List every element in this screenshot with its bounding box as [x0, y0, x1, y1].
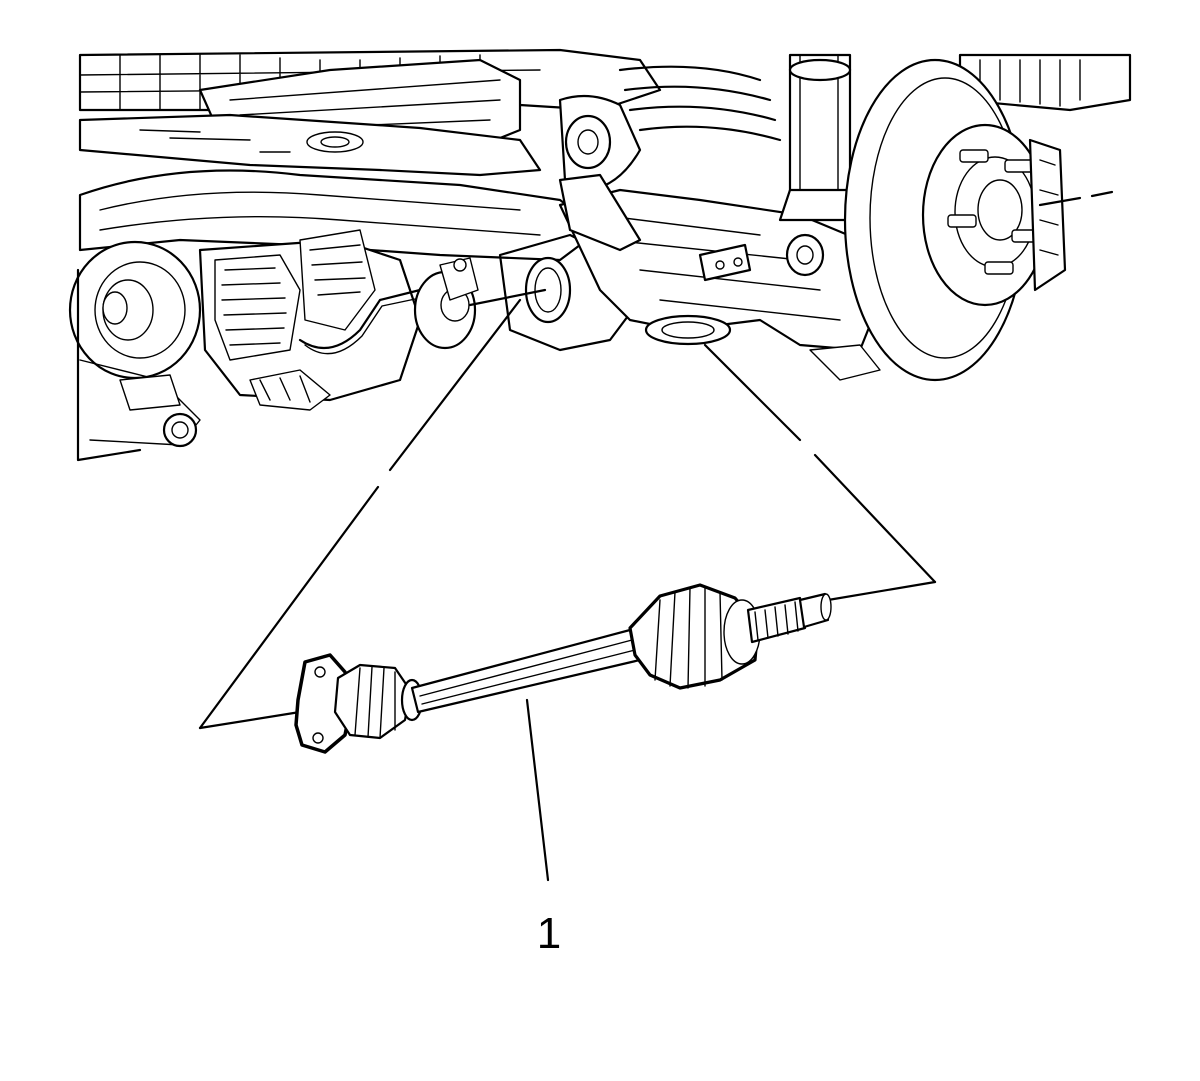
guide-line-base-left: [198, 710, 302, 730]
callout-leader-1: [525, 698, 550, 882]
vehicle-underbody: [68, 48, 1132, 462]
drive-axle-shaft: [294, 583, 832, 754]
guide-line-left-lower: [198, 485, 380, 730]
hub-center-line: [1038, 190, 1114, 207]
guide-line-base-right: [826, 580, 937, 602]
guide-line-right-upper: [703, 343, 802, 442]
guide-line-right-lower: [813, 453, 937, 584]
callout-number-1: 1: [537, 909, 561, 958]
installation-guide-lines: [198, 190, 1114, 730]
inner-axis-line: [468, 288, 547, 307]
guide-line-left-upper: [388, 298, 522, 472]
